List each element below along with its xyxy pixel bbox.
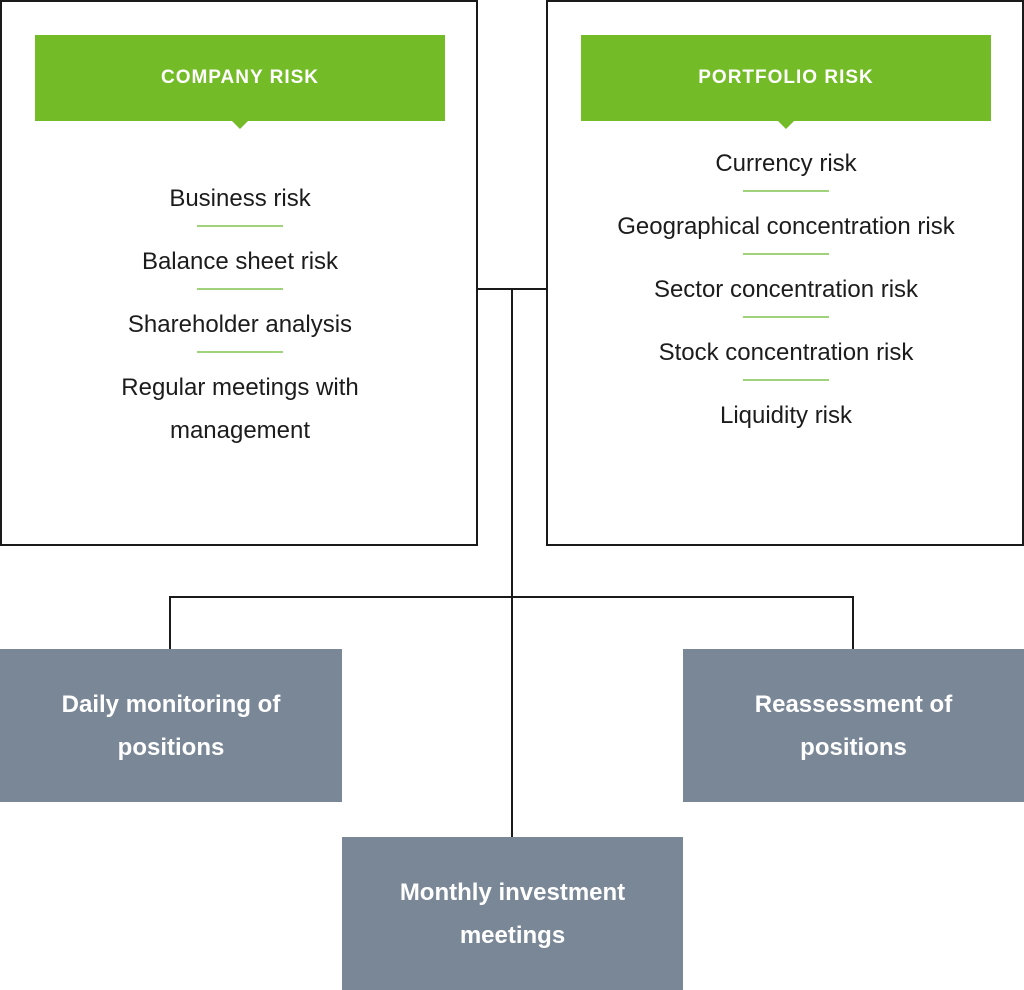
risk-item-label: Shareholder analysis: [127, 311, 353, 338]
connector-portfolio-to-trunk: [511, 288, 547, 290]
risk-item-label: Liquidity risk: [719, 402, 853, 429]
risk-item-label: Currency risk: [715, 150, 857, 177]
connector-to-daily: [169, 596, 171, 649]
portfolio-risk-panel: PORTFOLIO RISK Currency risk Geographica…: [546, 0, 1024, 546]
separator: [743, 316, 829, 318]
connector-company-to-trunk: [477, 288, 512, 290]
reassessment-label: Reassessment of positions: [754, 690, 953, 761]
company-risk-list: Business risk Balance sheet risk Shareho…: [62, 177, 418, 452]
risk-item-label: Sector concentration risk: [653, 276, 919, 303]
connector-to-reassessment: [852, 596, 854, 649]
company-risk-header: COMPANY RISK: [35, 35, 445, 129]
list-item: Shareholder analysis: [62, 303, 418, 353]
separator: [197, 288, 283, 290]
list-item: Balance sheet risk: [62, 240, 418, 290]
list-item: Sector concentration risk: [608, 268, 964, 318]
risk-item-label: Business risk: [169, 185, 311, 212]
monthly-meetings-box: Monthly investment meetings: [342, 837, 683, 990]
list-item: Liquidity risk: [608, 394, 964, 437]
separator: [743, 379, 829, 381]
separator: [197, 225, 283, 227]
daily-monitoring-label: Daily monitoring of positions: [61, 690, 281, 761]
separator: [743, 190, 829, 192]
list-item: Business risk: [62, 177, 418, 227]
risk-item-label: Regular meetings with management: [121, 374, 359, 444]
list-item: Geographical concentration risk: [608, 205, 964, 255]
risk-item-label: Balance sheet risk: [141, 248, 339, 275]
portfolio-risk-list: Currency risk Geographical concentration…: [608, 142, 964, 437]
list-item: Stock concentration risk: [608, 331, 964, 381]
daily-monitoring-box: Daily monitoring of positions: [0, 649, 342, 802]
separator: [197, 351, 283, 353]
monthly-meetings-label: Monthly investment meetings: [399, 878, 626, 949]
connector-trunk: [511, 288, 513, 837]
company-risk-panel: COMPANY RISK Business risk Balance sheet…: [0, 0, 478, 546]
reassessment-box: Reassessment of positions: [683, 649, 1024, 802]
risk-item-label: Stock concentration risk: [658, 339, 914, 366]
separator: [743, 253, 829, 255]
portfolio-risk-header: PORTFOLIO RISK: [581, 35, 991, 129]
list-item: Regular meetings with management: [62, 366, 418, 452]
list-item: Currency risk: [608, 142, 964, 192]
connector-horizontal-branch: [169, 596, 854, 598]
risk-item-label: Geographical concentration risk: [617, 213, 955, 240]
